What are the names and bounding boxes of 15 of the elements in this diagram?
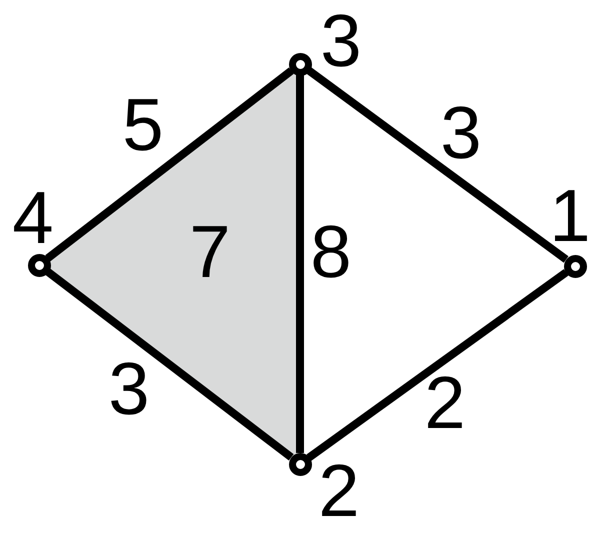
edge-label: 3 [440,96,482,170]
graph-edge [296,75,304,453]
vertex-label: 3 [320,4,362,78]
graph-edge [45,68,294,262]
graph-edge [306,67,568,263]
graph-edge [306,269,568,461]
vertex-label: 2 [318,454,360,528]
edge-label: 2 [424,366,466,440]
edge-label: 5 [122,88,164,162]
edge-label: 8 [310,215,352,289]
graph-edge [45,268,294,461]
vertex-label: 4 [12,181,54,255]
edge-label: 3 [108,352,150,426]
vertex-label: 1 [549,179,591,253]
face-label: 7 [189,215,231,289]
